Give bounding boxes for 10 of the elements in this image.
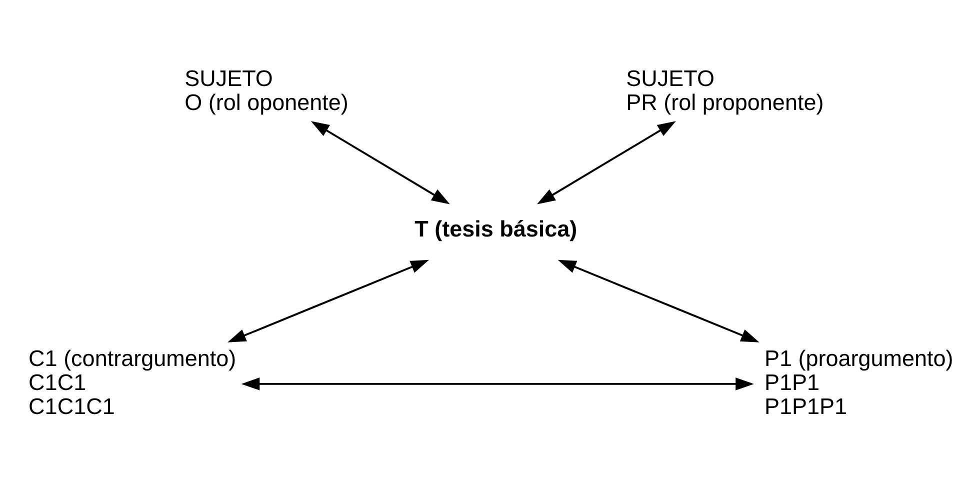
arrow — [228, 259, 430, 342]
arrow — [558, 259, 760, 342]
node-text: P1 (proargumento) P1P1 P1P1P1 — [764, 345, 954, 419]
node-text: SUJETO O (rol oponente) — [184, 65, 348, 115]
arrow — [241, 377, 754, 390]
arrow — [536, 120, 676, 204]
node-text: C1 (contrargumento) C1C1 C1C1C1 — [28, 345, 236, 419]
node-text: T (tesis básica) — [414, 216, 578, 241]
node-text: SUJETO PR (rol proponente) — [626, 65, 824, 115]
arrow — [310, 120, 450, 204]
